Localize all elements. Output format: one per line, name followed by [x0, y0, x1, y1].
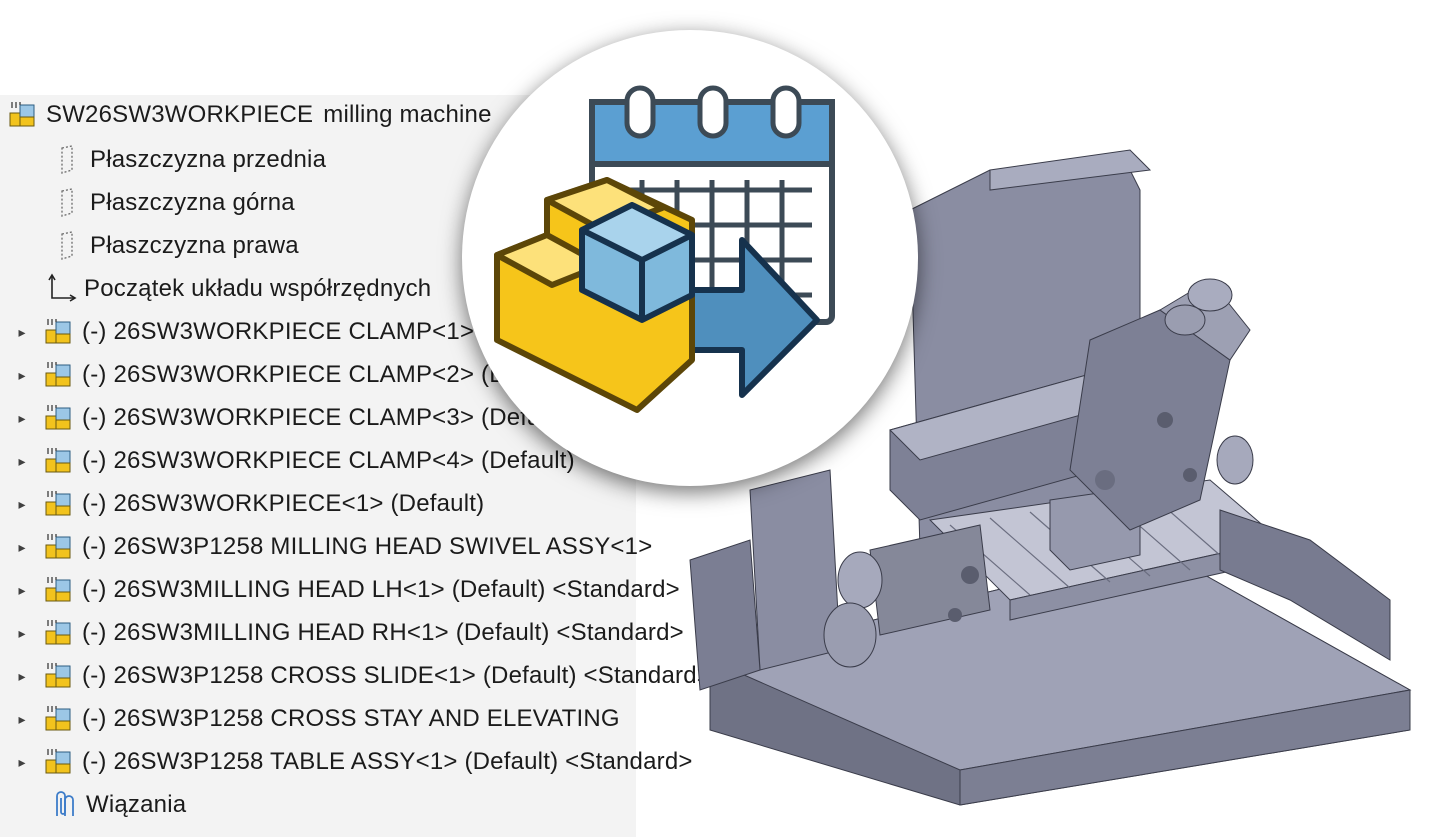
plane-icon [50, 229, 84, 263]
subassembly-icon [42, 487, 76, 521]
subassembly-icon [42, 530, 76, 564]
subassembly-icon [42, 573, 76, 607]
tree-item-label: Płaszczyzna przednia [90, 146, 327, 173]
tree-root-item[interactable]: SW26SW3WORKPIECE milling machine [0, 95, 492, 135]
tree-item-origin[interactable]: Początek układu współrzędnych [44, 269, 431, 309]
expand-arrow-icon[interactable]: ▸ [18, 581, 26, 598]
subassembly-icon [42, 616, 76, 650]
tree-item-label: (-) 26SW3WORKPIECE CLAMP<4> (Default) [82, 447, 575, 474]
root-suffix: milling machine [323, 101, 492, 128]
tree-item-plane-right[interactable]: Płaszczyzna prawa [50, 226, 299, 266]
tree-item-label: (-) 26SW3P1258 CROSS SLIDE<1> (Default) … [82, 662, 711, 689]
expand-arrow-icon[interactable]: ▸ [18, 667, 26, 684]
tree-item-label: (-) 26SW3WORKPIECE CLAMP<3> (Default) [82, 404, 575, 431]
tree-item-label: (-) 26SW3MILLING HEAD LH<1> (Default) <S… [82, 576, 680, 603]
expand-arrow-icon[interactable]: ▸ [18, 323, 26, 340]
tree-item-label: Płaszczyzna górna [90, 189, 295, 216]
tree-item-plane-top[interactable]: Płaszczyzna górna [50, 183, 295, 223]
schedule-export-icon [494, 85, 835, 413]
tree-item-label: (-) 26SW3MILLING HEAD RH<1> (Default) <S… [82, 619, 684, 646]
tree-item-component[interactable]: ▸ (-) 26SW3P1258 CROSS STAY AND ELEVATING [0, 699, 620, 739]
root-name: SW26SW3WORKPIECE [46, 101, 314, 128]
expand-arrow-icon[interactable]: ▸ [18, 452, 26, 469]
tree-item-component[interactable]: ▸ (-) 26SW3WORKPIECE CLAMP<3> (Default) [0, 398, 575, 438]
tree-item-label: Wiązania [86, 791, 187, 818]
badge-overlay [462, 30, 918, 486]
expand-arrow-icon[interactable]: ▸ [18, 409, 26, 426]
expand-arrow-icon[interactable]: ▸ [18, 366, 26, 383]
tree-item-component[interactable]: ▸ (-) 26SW3P1258 TABLE ASSY<1> (Default) … [0, 742, 693, 782]
plane-icon [50, 186, 84, 220]
tree-item-label: (-) 26SW3P1258 TABLE ASSY<1> (Default) <… [82, 748, 693, 775]
expand-arrow-icon[interactable]: ▸ [18, 753, 26, 770]
expand-arrow-icon[interactable]: ▸ [18, 538, 26, 555]
subassembly-icon [42, 358, 76, 392]
tree-item-component[interactable]: ▸ (-) 26SW3WORKPIECE<1> (Default) [0, 484, 484, 524]
subassembly-icon [42, 444, 76, 478]
subassembly-icon [42, 401, 76, 435]
tree-item-component[interactable]: ▸ (-) 26SW3P1258 CROSS SLIDE<1> (Default)… [0, 656, 711, 696]
expand-arrow-icon[interactable]: ▸ [18, 710, 26, 727]
subassembly-icon [42, 315, 76, 349]
tree-item-component[interactable]: ▸ (-) 26SW3P1258 MILLING HEAD SWIVEL ASSY… [0, 527, 652, 567]
milling-machine-model[interactable] [689, 130, 1430, 810]
tree-item-label: (-) 26SW3P1258 CROSS STAY AND ELEVATING [82, 705, 620, 732]
tree-item-label: Płaszczyzna prawa [90, 232, 299, 259]
paperclip-icon [46, 788, 80, 822]
tree-item-mates[interactable]: Wiązania [46, 785, 186, 825]
origin-icon [44, 272, 78, 306]
subassembly-icon [42, 745, 76, 779]
tree-item-label: Początek układu współrzędnych [84, 275, 432, 302]
tree-item-component[interactable]: ▸ (-) 26SW3MILLING HEAD RH<1> (Default) <… [0, 613, 684, 653]
expand-arrow-icon[interactable]: ▸ [18, 495, 26, 512]
assembly-icon [6, 98, 40, 132]
tree-item-plane-front[interactable]: Płaszczyzna przednia [50, 140, 326, 180]
subassembly-icon [42, 659, 76, 693]
tree-item-component[interactable]: ▸ (-) 26SW3WORKPIECE CLAMP<4> (Default) [0, 441, 575, 481]
expand-arrow-icon[interactable]: ▸ [18, 624, 26, 641]
tree-item-component[interactable]: ▸ (-) 26SW3MILLING HEAD LH<1> (Default) <… [0, 570, 680, 610]
tree-item-label: (-) 26SW3P1258 MILLING HEAD SWIVEL ASSY<… [82, 533, 653, 560]
tree-item-label: (-) 26SW3WORKPIECE<1> (Default) [82, 490, 485, 517]
subassembly-icon [42, 702, 76, 736]
plane-icon [50, 143, 84, 177]
